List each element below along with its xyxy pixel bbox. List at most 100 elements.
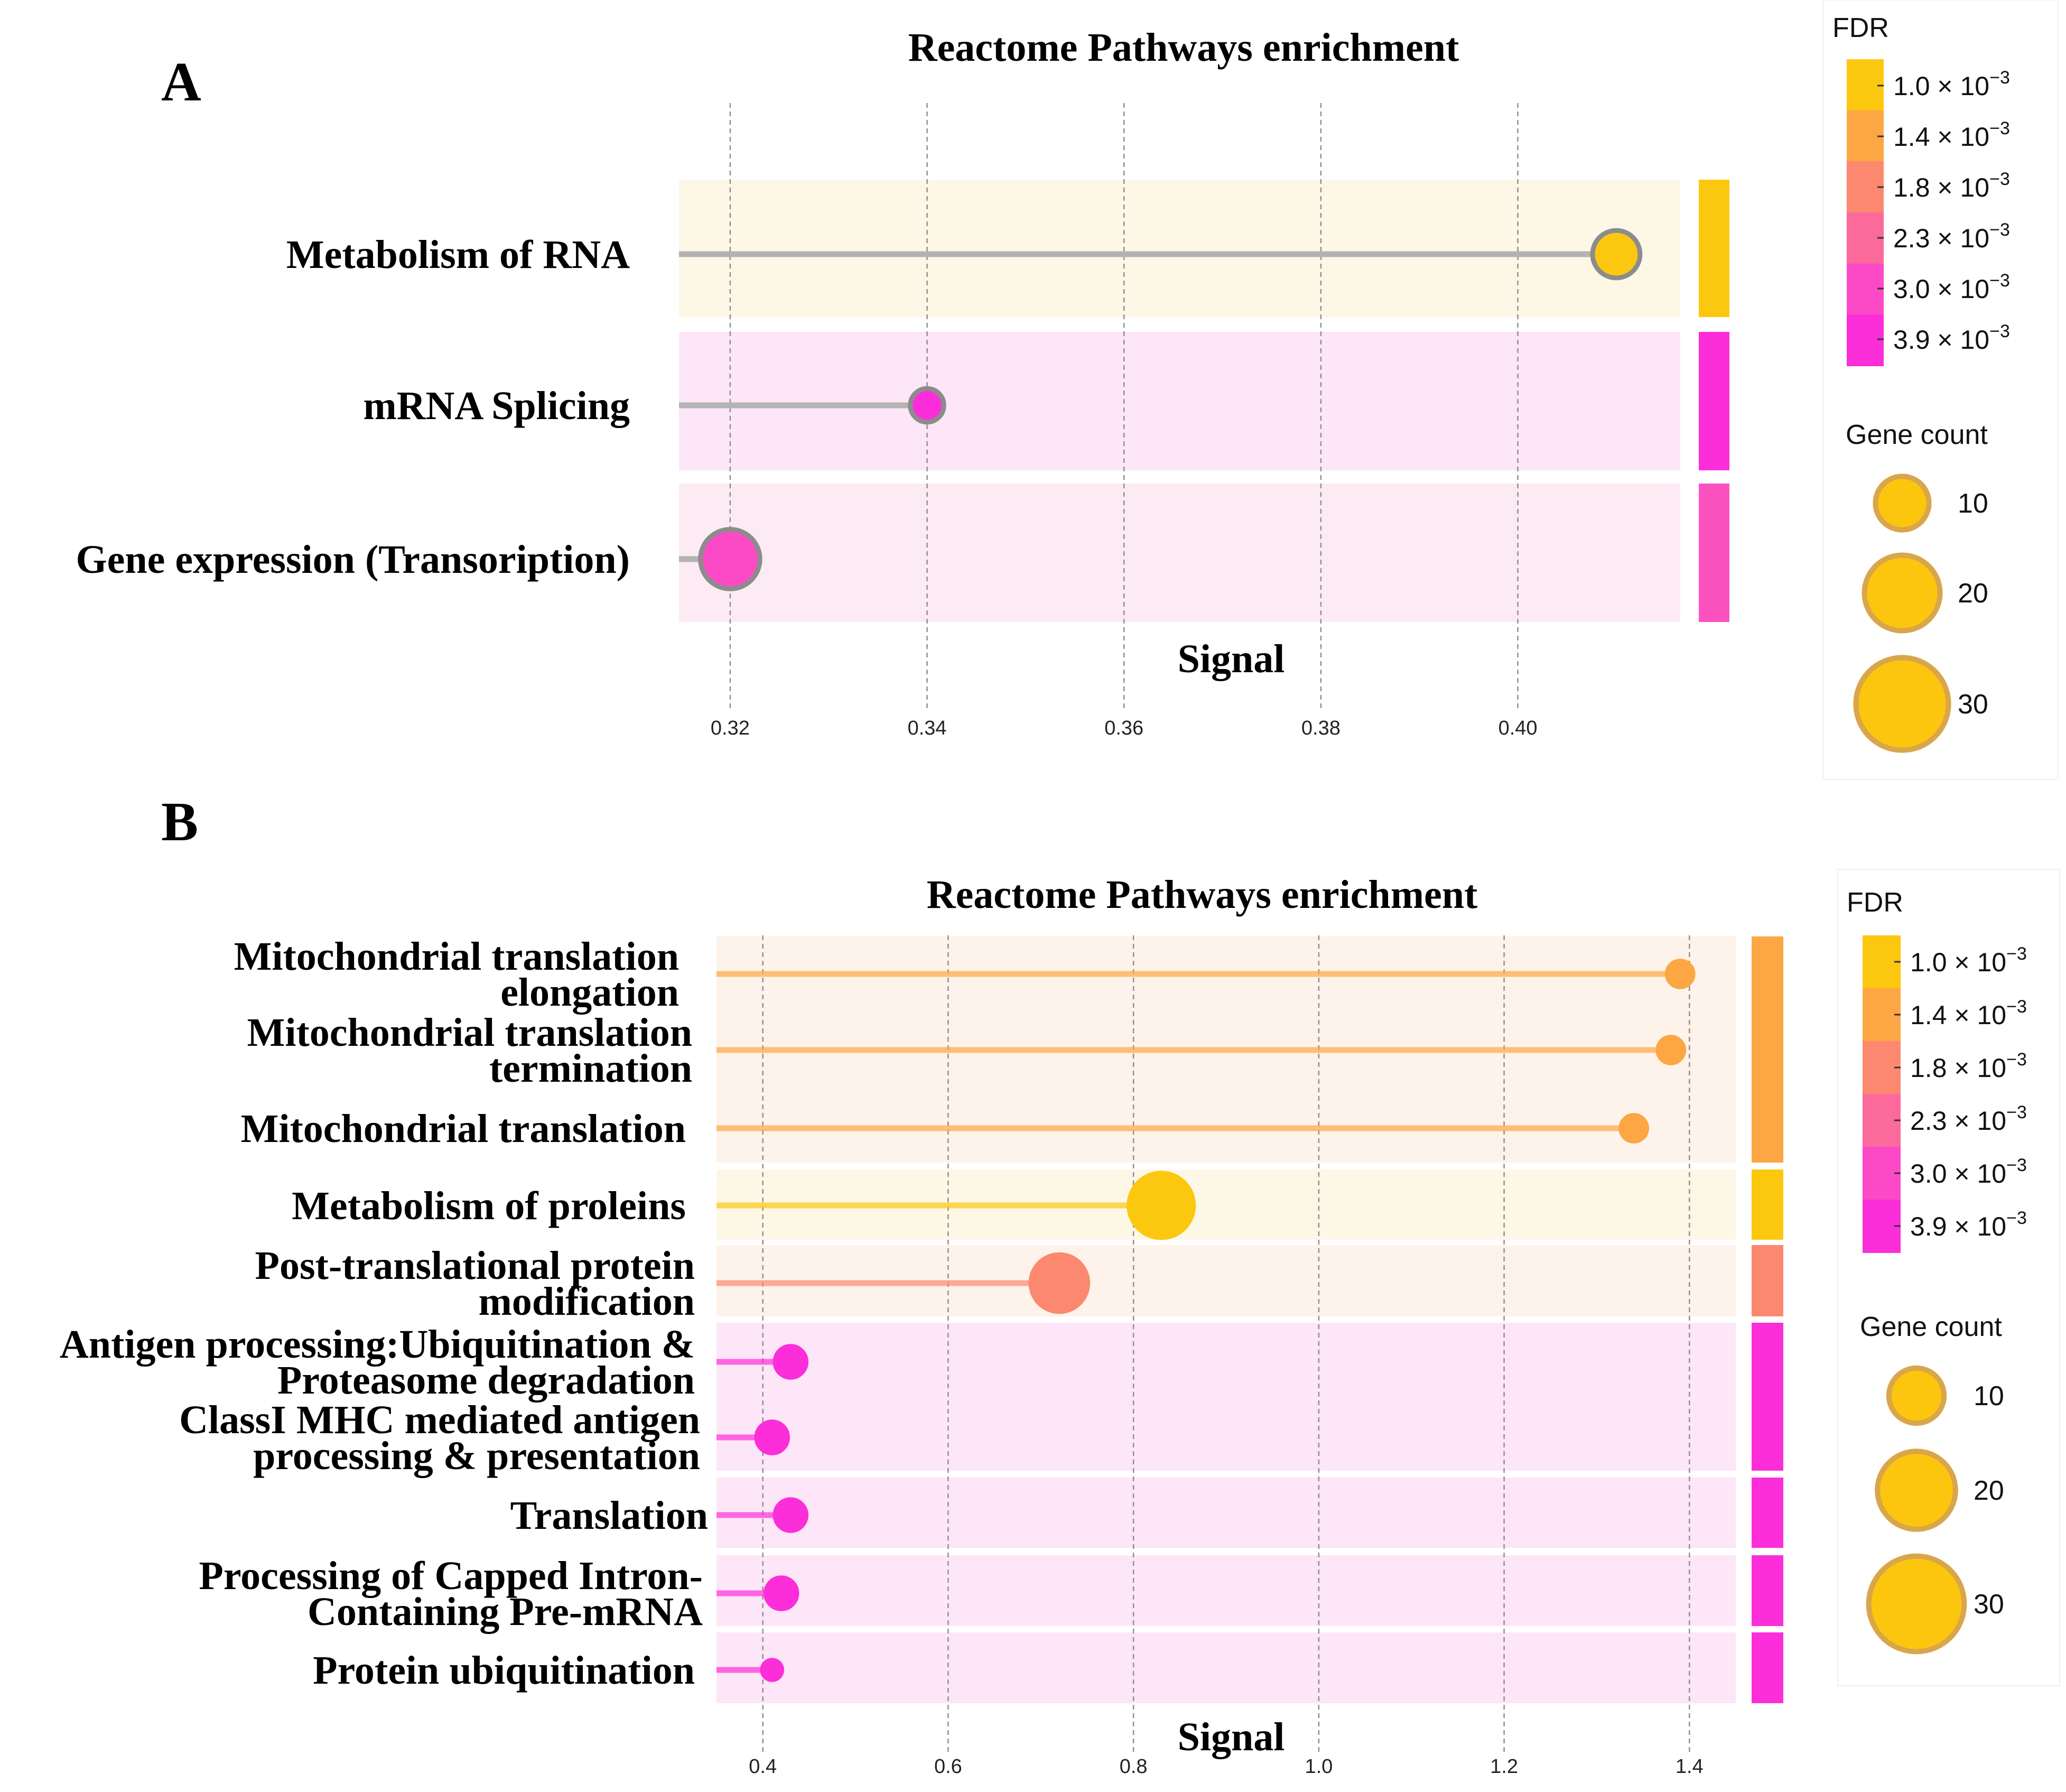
x-tick-label: 0.8: [1120, 1756, 1148, 1778]
row-label: Containing Pre-mRNA: [308, 1590, 703, 1634]
x-tick-label: 0.36: [1104, 717, 1143, 739]
lollipop-dot: [1590, 228, 1643, 281]
fdr-legend-mantissa: 1.0 × 10: [1893, 71, 1989, 101]
fdr-strip: [1699, 180, 1729, 317]
row-band: [716, 1632, 1736, 1703]
fdr-legend-label: 1.0 × 10−3: [1910, 944, 2027, 977]
gene-count-legend-label: 20: [1958, 578, 1988, 609]
x-tick-label: 0.38: [1301, 717, 1341, 739]
row-label: Mitochondrial translation: [247, 1010, 692, 1055]
x-tick-label: 0.32: [711, 717, 750, 739]
fdr-legend-mantissa: 2.3 × 10: [1893, 224, 1989, 253]
fdr-legend-mantissa: 3.0 × 10: [1893, 274, 1989, 304]
row-label: processing & presentation: [253, 1434, 700, 1478]
fdr-legend-label: 1.0 × 10−3: [1893, 68, 2010, 101]
lollipop-dot: [760, 1658, 785, 1682]
x-tick-label: 0.40: [1499, 717, 1538, 739]
gene-count-legend-label: 30: [1974, 1589, 2004, 1620]
fdr-legend-mantissa: 1.0 × 10: [1910, 948, 2006, 977]
fdr-strip: [1752, 1169, 1783, 1240]
row-band: [679, 484, 1680, 622]
fdr-strip: [1699, 484, 1729, 622]
fdr-legend-exponent: −3: [1989, 220, 2010, 240]
fdr-legend-label: 1.8 × 10−3: [1910, 1050, 2027, 1083]
fdr-legend-exponent: −3: [2006, 1050, 2027, 1070]
fdr-legend-exponent: −3: [1989, 321, 2010, 341]
fdr-legend-exponent: −3: [2006, 1155, 2027, 1175]
row-label: mRNA Splicing: [363, 384, 630, 428]
chart-title: Reactome Pathways enrichment: [927, 872, 1478, 917]
x-tick-label: 1.4: [1676, 1756, 1704, 1778]
row-label: Mitochondrial translation: [241, 1107, 686, 1151]
fdr-legend-title: FDR: [1847, 887, 1903, 918]
fdr-legend-label: 1.4 × 10−3: [1893, 118, 2010, 152]
row-label: Post-translational protein: [255, 1243, 695, 1288]
lollipop-dot: [773, 1344, 809, 1380]
lollipop-dot: [1618, 1113, 1649, 1144]
fdr-legend-mantissa: 1.4 × 10: [1910, 1000, 2006, 1030]
x-tick-label: 1.0: [1305, 1756, 1333, 1778]
row-band: [679, 180, 1680, 317]
fdr-legend-exponent: −3: [1989, 271, 2010, 291]
gene-count-legend-label: 10: [1958, 488, 1988, 519]
fdr-strip: [1752, 1478, 1783, 1548]
x-axis-label: Signal: [1178, 1715, 1285, 1759]
gene-count-legend-circle: [1875, 1449, 1958, 1532]
chart-title: Reactome Pathways enrichment: [908, 25, 1459, 70]
gene-count-legend-circle: [1853, 655, 1951, 753]
row-label: Processing of Capped Intron-: [199, 1554, 703, 1598]
gene-count-legend-circle: [1862, 552, 1943, 634]
lollipop-dot: [698, 527, 762, 591]
gene-count-legend-label: 30: [1958, 689, 1988, 720]
fdr-legend-mantissa: 1.8 × 10: [1893, 173, 1989, 202]
row-label: termination: [489, 1046, 692, 1091]
fdr-legend-mantissa: 3.9 × 10: [1910, 1212, 2006, 1241]
panel-a: A Reactome Pathways enrichment 0.32 0.34 0.3…: [76, 0, 2059, 780]
gene-count-legend-title: Gene count: [1860, 1312, 2002, 1342]
row-label: ClassI MHC mediated antigen: [179, 1398, 700, 1442]
x-tick-label: 0.34: [908, 717, 947, 739]
gene-count-legend-circle: [1873, 473, 1932, 533]
row-label: Metabolism of RNA: [286, 233, 630, 277]
fdr-strip: [1699, 332, 1729, 470]
lollipop-dot: [1655, 1035, 1687, 1065]
row-band: [716, 1478, 1736, 1548]
fdr-legend-mantissa: 3.0 × 10: [1910, 1159, 2006, 1189]
fdr-legend-label: 2.3 × 10−3: [1910, 1102, 2027, 1136]
fdr-strip: [1752, 1323, 1783, 1471]
lollipop-dot: [1127, 1171, 1196, 1240]
lollipop-dot: [1028, 1252, 1091, 1314]
fdr-legend-mantissa: 2.3 × 10: [1910, 1106, 2006, 1136]
fdr-legend-label: 2.3 × 10−3: [1893, 220, 2010, 253]
gene-count-legend-circle: [1866, 1553, 1967, 1655]
fdr-legend-exponent: −3: [2006, 997, 2027, 1017]
row-label: Mitochondrial translation: [234, 934, 679, 979]
fdr-strip: [1752, 936, 1783, 1163]
panel-letter: A: [161, 51, 201, 113]
row-label: Antigen processing:Ubiquitination &: [60, 1322, 695, 1367]
row-band: [679, 332, 1680, 470]
fdr-legend-label: 1.8 × 10−3: [1893, 169, 2010, 202]
row-band: [716, 1323, 1736, 1471]
row-label: Gene expression (Transoription): [76, 537, 630, 582]
row-label: modification: [478, 1279, 695, 1324]
gene-count-legend-label: 20: [1974, 1475, 2004, 1506]
fdr-strip: [1752, 1245, 1783, 1316]
fdr-legend-title: FDR: [1832, 13, 1889, 43]
row-label: Protein ubiquitination: [313, 1648, 695, 1693]
fdr-strip: [1752, 1632, 1783, 1703]
fdr-legend-exponent: −3: [1989, 169, 2010, 189]
fdr-colorbar-segment: [1847, 314, 1884, 366]
fdr-legend-label: 3.9 × 10−3: [1893, 321, 2010, 355]
fdr-legend-exponent: −3: [1989, 118, 2010, 138]
fdr-legend-exponent: −3: [2006, 1208, 2027, 1228]
fdr-legend-exponent: −3: [2006, 944, 2027, 964]
fdr-strip: [1752, 1555, 1783, 1626]
fdr-legend-label: 3.0 × 10−3: [1893, 271, 2010, 304]
x-tick-label: 1.2: [1490, 1756, 1518, 1778]
panel-letter: B: [161, 791, 198, 852]
lollipop-dot: [754, 1419, 790, 1455]
fdr-legend-label: 3.0 × 10−3: [1910, 1155, 2027, 1189]
